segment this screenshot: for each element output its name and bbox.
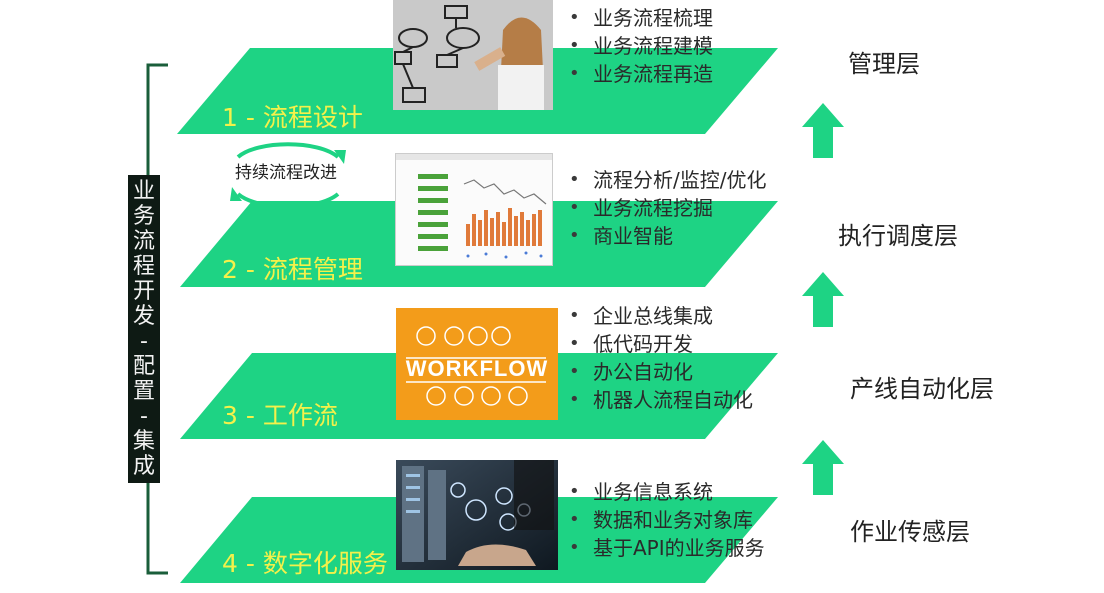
- side-label-char: 配: [132, 354, 155, 379]
- cycle-arrowhead-top: [334, 150, 346, 164]
- bullet-list-1: 业务流程梳理 业务流程建模 业务流程再造: [565, 4, 713, 88]
- bullet-list-4: 业务信息系统 数据和业务对象库 基于API的业务服务: [565, 478, 765, 562]
- list-item: 业务流程建模: [565, 32, 713, 60]
- side-label-char: 置: [132, 379, 155, 404]
- list-item: 机器人流程自动化: [565, 386, 753, 414]
- cycle-arrow-top: [236, 142, 340, 159]
- layer-label-1: 1 - 流程设计: [222, 103, 363, 132]
- side-label-char: 程: [132, 254, 155, 279]
- list-item: 商业智能: [565, 222, 766, 250]
- side-label-char: 流: [132, 229, 155, 254]
- cycle-label: 持续流程改进: [235, 163, 337, 183]
- side-label: 业务流程开发-配置-集成: [128, 175, 160, 483]
- bullet-list-2: 流程分析/监控/优化 业务流程挖掘 商业智能: [565, 166, 766, 250]
- up-arrow-1: [802, 103, 844, 158]
- right-label-production: 产线自动化层: [850, 375, 994, 403]
- bullet-list-3: 企业总线集成 低代码开发 办公自动化 机器人流程自动化: [565, 302, 753, 414]
- list-item: 办公自动化: [565, 358, 753, 386]
- side-label-char: 开: [132, 279, 155, 304]
- workflow-image: WORKFLOW: [396, 308, 558, 420]
- layer-label-4: 4 - 数字化服务: [222, 549, 388, 578]
- right-label-execution: 执行调度层: [838, 222, 958, 250]
- list-item: 业务信息系统: [565, 478, 765, 506]
- list-item: 基于API的业务服务: [565, 534, 765, 562]
- right-label-management: 管理层: [848, 50, 920, 78]
- digital-services-image: [396, 460, 558, 570]
- list-item: 数据和业务对象库: [565, 506, 765, 534]
- list-item: 企业总线集成: [565, 302, 753, 330]
- up-arrow-2: [802, 272, 844, 327]
- side-label-char: -: [140, 329, 148, 354]
- side-label-char: 成: [132, 454, 155, 479]
- flowchart-presenter-image: [393, 0, 553, 110]
- cycle-arrowhead-bottom: [230, 187, 242, 201]
- up-arrow-3: [802, 440, 844, 495]
- side-label-char: 业: [132, 179, 155, 204]
- side-label-char: 集: [132, 429, 155, 454]
- process-dashboard-image: [395, 153, 553, 266]
- layer-label-3: 3 - 工作流: [222, 401, 338, 430]
- list-item: 业务流程再造: [565, 60, 713, 88]
- workflow-text: WORKFLOW: [405, 356, 549, 381]
- right-label-sensing: 作业传感层: [850, 518, 970, 546]
- list-item: 低代码开发: [565, 330, 753, 358]
- layer-label-2: 2 - 流程管理: [222, 255, 363, 284]
- list-item: 业务流程挖掘: [565, 194, 766, 222]
- list-item: 业务流程梳理: [565, 4, 713, 32]
- cycle-arrow-bottom: [236, 192, 340, 209]
- side-label-char: 务: [132, 204, 155, 229]
- list-item: 流程分析/监控/优化: [565, 166, 766, 194]
- side-label-char: -: [140, 404, 148, 429]
- side-label-char: 发: [132, 304, 155, 329]
